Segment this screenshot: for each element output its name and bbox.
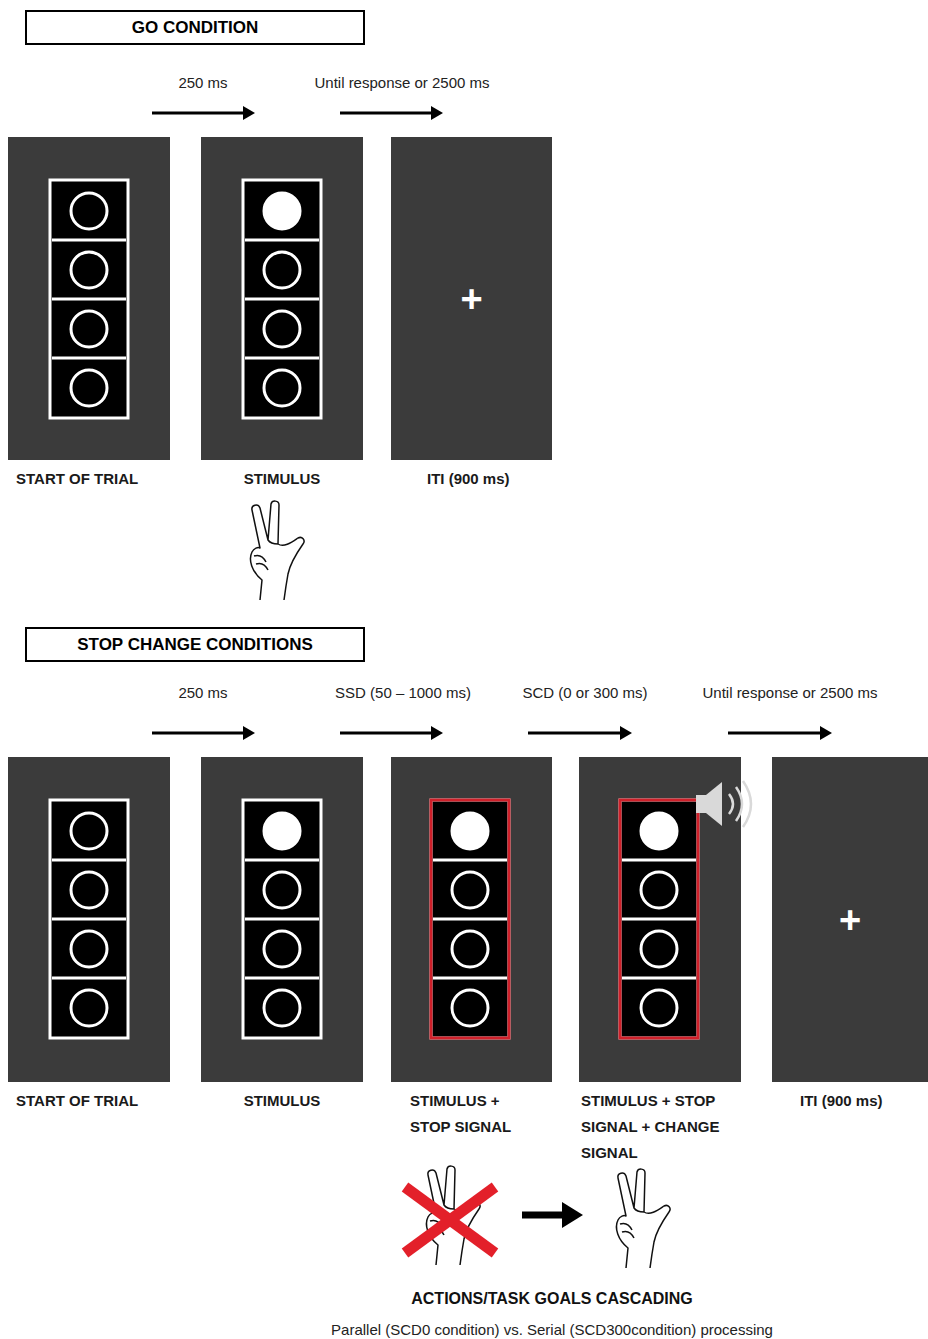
screen-frame: STIMULUS + STOP SIGNAL bbox=[391, 757, 552, 1082]
screen-panels bbox=[8, 137, 928, 1082]
summary-heading: ACTIONS/TASK GOALS CASCADING bbox=[411, 1290, 692, 1308]
screen-panel bbox=[8, 757, 170, 1082]
condition-title: STOP CHANGE CONDITIONS bbox=[77, 635, 313, 655]
sound-wave bbox=[736, 787, 742, 821]
screen-panel bbox=[391, 137, 552, 460]
timing-label: 250 ms bbox=[178, 684, 227, 701]
stop-signal-border bbox=[620, 800, 698, 1038]
screen-panel bbox=[579, 757, 741, 1082]
cross-stroke bbox=[405, 1187, 495, 1253]
screen-caption: STIMULUS + STOP SIGNAL bbox=[410, 1088, 538, 1140]
arrow-head bbox=[431, 106, 443, 120]
lit-circle bbox=[264, 813, 300, 849]
screen-caption: ITI (900 ms) bbox=[800, 1088, 926, 1114]
screen-panel bbox=[201, 757, 363, 1082]
sound-wave bbox=[729, 794, 733, 814]
response-hand bbox=[250, 501, 304, 600]
speaker-cone bbox=[706, 782, 722, 826]
timing-arrow bbox=[152, 732, 245, 735]
speaker-icon bbox=[696, 781, 751, 827]
timing-label: Until response or 2500 ms bbox=[314, 74, 489, 91]
lit-circle bbox=[264, 193, 300, 229]
screen-caption: STIMULUS bbox=[201, 466, 363, 492]
response-hand bbox=[616, 1169, 670, 1268]
timing-arrow bbox=[340, 112, 433, 115]
arrow-shaft bbox=[522, 1212, 566, 1219]
lit-circle bbox=[641, 813, 677, 849]
light-strip bbox=[620, 800, 698, 1038]
arrow-head bbox=[820, 726, 832, 740]
timing-arrow bbox=[528, 732, 622, 735]
screen-frame: +ITI (900 ms) bbox=[391, 137, 552, 460]
timing-label: SSD (50 – 1000 ms) bbox=[335, 684, 471, 701]
light-strip bbox=[431, 800, 509, 1038]
condition-header: STOP CHANGE CONDITIONS bbox=[25, 627, 365, 662]
light-strip bbox=[243, 180, 321, 418]
screen-caption: STIMULUS bbox=[201, 1088, 363, 1114]
arrow-head bbox=[431, 726, 443, 740]
screen-frame: +ITI (900 ms) bbox=[772, 757, 928, 1082]
screen-caption: STIMULUS + STOP SIGNAL + CHANGE SIGNAL bbox=[581, 1088, 746, 1166]
light-strip bbox=[243, 800, 321, 1038]
screen-panel bbox=[201, 137, 363, 460]
screen-panel bbox=[391, 757, 552, 1082]
stop-signal-border bbox=[431, 800, 509, 1038]
screen-frame: START OF TRIAL bbox=[8, 757, 170, 1082]
sound-wave bbox=[743, 781, 751, 827]
timing-label: Until response or 2500 ms bbox=[702, 684, 877, 701]
screen-frame: STIMULUS bbox=[201, 137, 363, 460]
screen-frame: STIMULUS + STOP SIGNAL + CHANGE SIGNAL bbox=[579, 757, 741, 1082]
condition-title: GO CONDITION bbox=[132, 18, 259, 38]
screen-caption: START OF TRIAL bbox=[16, 1088, 166, 1114]
arrow-head bbox=[620, 726, 632, 740]
cancel-cross bbox=[405, 1187, 495, 1253]
timing-arrow bbox=[728, 732, 822, 735]
light-strip bbox=[50, 180, 128, 418]
screen-caption: START OF TRIAL bbox=[16, 466, 166, 492]
timing-arrow bbox=[152, 112, 245, 115]
arrow-head bbox=[243, 106, 255, 120]
cross-stroke bbox=[405, 1187, 495, 1253]
screen-caption: ITI (900 ms) bbox=[427, 466, 552, 492]
fixation-cross: + bbox=[839, 901, 861, 939]
arrow-head bbox=[243, 726, 255, 740]
summary-note: Parallel (SCD0 condition) vs. Serial (SC… bbox=[331, 1321, 773, 1338]
screen-frame: START OF TRIAL bbox=[8, 137, 170, 460]
screen-panel bbox=[772, 757, 928, 1082]
cascade-arrow bbox=[522, 1202, 583, 1228]
condition-header: GO CONDITION bbox=[25, 10, 365, 45]
screen-panel bbox=[8, 137, 170, 460]
timing-arrow bbox=[340, 732, 433, 735]
screen-frame: STIMULUS bbox=[201, 757, 363, 1082]
timing-label: SCD (0 or 300 ms) bbox=[522, 684, 647, 701]
speaker-body bbox=[696, 795, 706, 813]
lit-circle bbox=[452, 813, 488, 849]
arrow-head bbox=[562, 1202, 583, 1228]
fixation-cross: + bbox=[460, 280, 482, 318]
timing-label: 250 ms bbox=[178, 74, 227, 91]
light-strip bbox=[50, 800, 128, 1038]
